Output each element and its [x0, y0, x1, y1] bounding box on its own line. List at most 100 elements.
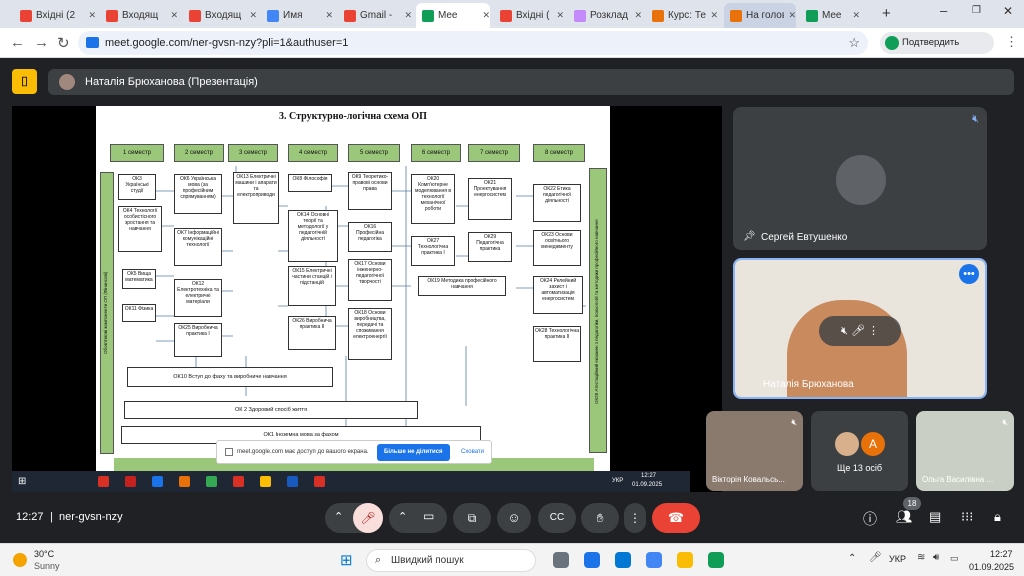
clock-time[interactable]: 12:27 [990, 549, 1013, 559]
close-window-icon[interactable]: ✕ [1003, 4, 1014, 18]
browser-menu-icon[interactable]: ⋮ [1005, 34, 1018, 49]
maximize-icon[interactable]: ❐ [972, 5, 981, 16]
participant-tile-5[interactable]: 🔇︎ Ольга Василівна ... [916, 411, 1014, 491]
windows-taskbar: 30°C Sunny ⊞ ⌕ Швидкий пошук ⌃ 🎤︎ УКР ≋ … [0, 543, 1024, 576]
participant-tile-1[interactable]: 🔇︎ 📌︎ Сергей Евтушенко [733, 107, 987, 250]
right-vertical-bar: ОК28 Атестаційний екзамен з педагогіки, … [589, 168, 607, 453]
clock-date[interactable]: 01.09.2025 [969, 562, 1015, 572]
info-icon[interactable]: ⓘ [863, 511, 877, 527]
course-node: ОК25 Виробнича практика І [174, 323, 222, 357]
tab-7[interactable]: Розклад✕ [568, 3, 642, 28]
stop-sharing-button[interactable]: Більше не ділитися [377, 444, 450, 461]
participant-tile-2[interactable]: 🔇︎ 🎤︎ ⋮ ••• Наталія Брюханова [733, 258, 987, 399]
course-icon [730, 9, 742, 22]
participant-tile-3[interactable]: 🔇︎ Вікторія Ковальсь... [706, 411, 803, 491]
chevron-up-tray-icon[interactable]: ⌃ [848, 553, 857, 564]
more-participants-tile[interactable]: A Ще 13 осіб [811, 411, 908, 491]
battery-icon[interactable]: ▭ [950, 553, 959, 563]
mic-tray-icon[interactable]: 🎤︎ [869, 552, 882, 563]
host-controls-icon[interactable]: 🔒︎ [994, 509, 1001, 524]
tab-9[interactable]: На голов✕ [724, 3, 796, 28]
share-notice-text: meet.google.com має доступ до вашого екр… [237, 449, 369, 455]
emoji-button[interactable]: ☺ [497, 503, 531, 533]
mic-toggle[interactable]: ⌃ 🎤︎ [325, 503, 383, 533]
tab-3[interactable]: Имя✕ [261, 3, 333, 28]
tab-label: Mee [438, 10, 458, 21]
store-icon[interactable] [708, 552, 724, 568]
more-options-icon[interactable]: ••• [959, 264, 979, 284]
start-icon[interactable]: ⊞ [340, 552, 353, 569]
participant-name-2: Наталія Брюханова [763, 379, 854, 390]
meeting-code: ner-gvsn-nzy [59, 511, 123, 523]
tab-5[interactable]: Mee ✕ [416, 3, 490, 28]
meet-logo-icon[interactable]: ⌷ [12, 69, 37, 94]
shared-app-icon [287, 476, 298, 487]
explorer-icon[interactable] [677, 552, 693, 568]
verify-identity-button[interactable]: Подтвердить личность [880, 32, 994, 70]
tab-6[interactable]: Вхідні (✕ [494, 3, 564, 28]
close-tab-icon[interactable]: ✕ [482, 10, 490, 20]
participant-name-5: Ольга Василівна ... [922, 475, 994, 484]
new-tab-icon[interactable]: + [882, 5, 891, 22]
search-placeholder: Швидкий пошук [391, 555, 464, 566]
back-icon[interactable]: ← [10, 34, 25, 51]
chrome-icon[interactable] [646, 552, 662, 568]
task-view-icon[interactable] [553, 552, 569, 568]
present-button[interactable]: ⧉ [453, 503, 491, 533]
captions-button[interactable]: CC [538, 503, 576, 533]
close-tab-icon[interactable]: ✕ [325, 10, 333, 20]
close-tab-icon[interactable]: ✕ [634, 10, 642, 20]
reload-icon[interactable]: ↻ [57, 35, 70, 52]
tab-4[interactable]: Gmail - ✕ [338, 3, 412, 28]
input-lang[interactable]: УКР [889, 554, 906, 564]
tab-0[interactable]: Вхідні (2 ✕ [14, 3, 96, 28]
close-tab-icon[interactable]: ✕ [788, 10, 796, 20]
screen-share-notice: meet.google.com має доступ до вашого екр… [216, 440, 492, 464]
close-tab-icon[interactable]: ✕ [404, 10, 412, 20]
close-tab-icon[interactable]: ✕ [170, 10, 178, 20]
chevron-up-icon[interactable]: ⌃ [334, 511, 344, 523]
more-options-button[interactable]: ⋮ [624, 503, 646, 533]
camera-toggle[interactable]: ⌃ ▭ [389, 503, 447, 533]
people-icon[interactable]: 👥︎ [896, 509, 913, 524]
shared-app-icon [233, 476, 244, 487]
mic-off-button[interactable]: 🎤︎ [353, 503, 383, 533]
tab-10[interactable]: Mee✕ [800, 3, 860, 28]
course-node: ОК6 Українська мова (за професійним спря… [174, 174, 222, 214]
bookmark-star-icon[interactable]: ☆ [848, 35, 860, 50]
hide-notice-button[interactable]: Сховати [461, 449, 485, 455]
forward-icon[interactable]: → [34, 34, 49, 51]
taskbar-search[interactable]: ⌕ Швидкий пошук [366, 549, 536, 572]
wifi-icon[interactable]: ≋ [917, 552, 926, 563]
pin-icon[interactable]: 📌︎ [743, 231, 756, 242]
volume-icon[interactable]: 🔊︎ [933, 552, 940, 563]
teams-icon[interactable] [584, 552, 600, 568]
close-tab-icon[interactable]: ✕ [249, 10, 257, 20]
semester-header: 1 семестр [110, 144, 164, 162]
chevron-up-icon-2[interactable]: ⌃ [398, 511, 408, 523]
semester-header: 7 семестр [468, 144, 520, 162]
activities-icon[interactable]: ⁝⁝⁝ [961, 509, 974, 524]
shared-date: 01.09.2025 [632, 482, 663, 488]
edge-icon[interactable] [615, 552, 631, 568]
minimize-icon[interactable]: – [940, 3, 948, 18]
tab-1[interactable]: Входящ✕ [100, 3, 178, 28]
course-node: ОК7 Інформаційні комунікаційні технологі… [174, 228, 222, 266]
meet-site-icon [86, 37, 99, 48]
end-call-button[interactable]: ☎︎ [652, 503, 700, 533]
close-tab-icon[interactable]: ✕ [556, 10, 564, 20]
camera-icon[interactable]: ▭ [423, 509, 435, 523]
course-node: ОК18 Основи виробництва, передачі та спо… [348, 308, 392, 360]
chat-icon[interactable]: ▤ [929, 509, 942, 524]
raise-hand-button[interactable]: ✋︎ [581, 503, 619, 533]
tab-8[interactable]: Курс: Те✕ [646, 3, 718, 28]
tab-2[interactable]: Входящ✕ [183, 3, 257, 28]
url-field[interactable]: meet.google.com/ner-gvsn-nzy?pli=1&authu… [78, 31, 868, 55]
tab-label: Вхідні (2 [36, 10, 76, 21]
meet-icon [422, 9, 434, 22]
close-tab-icon[interactable]: ✕ [852, 10, 860, 20]
gmail-icon [106, 9, 118, 22]
tile-controls-overlay[interactable]: 🔇︎ 🎤︎ ⋮ [819, 316, 901, 346]
close-tab-icon[interactable]: ✕ [88, 10, 96, 20]
close-tab-icon[interactable]: ✕ [710, 10, 718, 20]
